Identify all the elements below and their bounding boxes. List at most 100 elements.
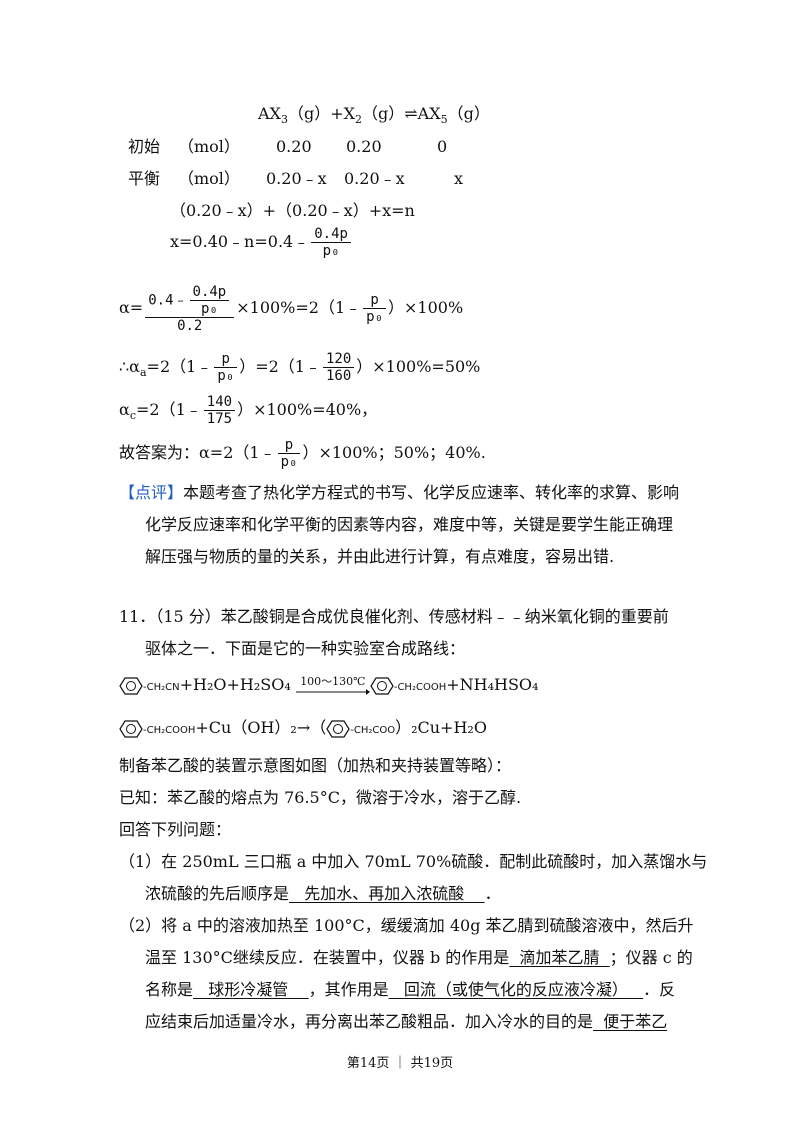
answer-blank: 滴加苯乙腈	[509, 948, 610, 967]
text: 应结束后加适量冷水，再分离出苯乙酸粗品．加入冷水的目的是	[145, 1012, 594, 1031]
cell-equilibrium-1: 0.20﹣x	[266, 169, 327, 188]
fraction-denominator: 160	[325, 368, 352, 384]
cell-initial-1: 0.20	[276, 137, 312, 156]
numerator-prefix: 0.4﹣	[148, 292, 188, 308]
part-2-line-2: 温至 130°C继续反应．在装置中，仪器 b 的作用是 滴加苯乙腈 ；仪器 c …	[145, 948, 693, 968]
cell-initial-3: 0	[437, 137, 448, 156]
subscript: 2	[355, 113, 362, 126]
page-footer: 第14页 ｜ 共19页	[346, 1056, 454, 1071]
text: ，其作用是	[308, 980, 389, 999]
question-11-line-4: 已知：苯乙酸的熔点为 76.5°C，微溶于冷水，溶于乙醇.	[119, 788, 522, 807]
subscript: c	[129, 409, 136, 422]
text: =2（1﹣	[146, 357, 213, 376]
row-initial-label: 初始	[128, 137, 161, 156]
arrow-icon	[295, 688, 370, 695]
reactant-group: -CH₂COOH	[143, 725, 196, 736]
x-equation-text: x=0.40﹣n=0.4﹣	[170, 232, 310, 251]
subscript: a	[139, 366, 147, 379]
cell-initial-2: 0.20	[346, 137, 382, 156]
text: =2（1﹣	[135, 400, 202, 419]
benzene-ring-icon	[370, 676, 394, 695]
products-text: +NH₄HSO₄	[446, 675, 539, 694]
text: ．反	[643, 980, 676, 999]
question-11-line-5: 回答下列问题：	[119, 820, 232, 839]
comment-line-3: 解压强与物质的量的关系，并由此进行计算，有点难度，容易出错.	[145, 547, 615, 566]
text: 故答案为：α=2（1﹣	[119, 443, 276, 462]
part-1-line-2: 浓硫酸的先后顺序是 先加水、再加入浓硫酸 ．	[145, 884, 501, 904]
reaction-text: +Cu（OH）₂→（	[195, 718, 327, 737]
product-group: -CH₂COO	[350, 725, 396, 736]
alpha-mid: ×100%=2（1﹣	[236, 298, 362, 317]
answer-blank: 回流（或使气化的反应液冷凝）	[388, 980, 644, 999]
fraction-denominator: p₀	[217, 368, 235, 384]
inner-numerator: 0.4p	[189, 284, 230, 301]
text: ．	[484, 884, 501, 903]
therefore-alpha: ∴α	[119, 357, 140, 376]
question-11-line-3: 制备苯乙酸的装置示意图如图（加热和夹持装置等略）：	[119, 756, 512, 775]
fraction-denominator: p₀	[280, 454, 298, 470]
text: 本题考查了热化学方程式的书写、化学反应速率、转化率的求算、影响	[183, 483, 680, 502]
row-equilibrium-label: 平衡	[128, 169, 161, 188]
product-group: -CH₂COOH	[393, 682, 447, 693]
row-initial-unit: （mol）	[178, 137, 240, 156]
compound-denominator: 0.2	[177, 317, 203, 334]
reactant-ax: AX	[258, 104, 281, 123]
answer-blank: 先加水、再加入浓硫酸	[289, 884, 485, 903]
inner-denominator: p₀	[200, 300, 218, 317]
question-11-line-1: 11．（15 分）苯乙酸铜是合成优良催化剂、传感材料﹣﹣纳米氧化铜的重要前	[119, 607, 669, 626]
cell-equilibrium-2: 0.20﹣x	[344, 169, 405, 188]
fraction-numerator: p	[214, 351, 238, 368]
comment-line-1: 【点评】本题考查了热化学方程式的书写、化学反应速率、转化率的求算、影响	[119, 483, 679, 503]
fraction-numerator: p	[277, 437, 301, 454]
subscript: 5	[440, 113, 448, 126]
answer-blank: 便于苯乙	[593, 1012, 668, 1031]
fraction-numerator: 120	[322, 351, 355, 368]
state-text: （g）⇌AX	[362, 104, 441, 123]
fraction-numerator: p	[363, 292, 387, 309]
reaction-header: AX3（g）+X2（g）⇌AX5（g）	[258, 104, 490, 130]
text: ）=2（1﹣	[239, 357, 321, 376]
fraction-denominator: p₀	[366, 309, 384, 325]
fraction-denominator: 175	[206, 411, 233, 427]
answer-blank: 球形冷凝管	[193, 980, 309, 999]
text: ；仪器 c 的	[609, 948, 693, 967]
state-text: （g）+X	[287, 104, 355, 123]
comment-line-2: 化学反应速率和化学平衡的因素等内容，难度中等，关键是要学生能正确理	[145, 515, 674, 534]
benzene-ring-icon	[119, 719, 143, 738]
part-2-line-3: 名称是 球形冷凝管 ，其作用是 回流（或使气化的反应液冷凝） ．反	[145, 980, 675, 1000]
benzene-ring-icon	[119, 676, 143, 695]
text: 名称是	[145, 980, 194, 999]
alpha: α	[119, 400, 130, 419]
question-11-line-2: 驱体之一．下面是它的一种实验室合成路线：	[145, 639, 466, 658]
text: ）×100%=40%，	[237, 400, 378, 419]
part-1-line-1: （1）在 250mL 三口瓶 a 中加入 70mL 70%硫酸．配制此硫酸时，加…	[119, 852, 708, 871]
reaction-1: -CH₂CN+H₂O+H₂SO₄ 100～130℃-CH₂COOH+NH₄HSO…	[119, 672, 538, 701]
cell-equilibrium-3: x	[454, 169, 464, 188]
reaction-2: -CH₂COOH+Cu（OH）₂→（ -CH₂COO）₂Cu+H₂O	[119, 715, 487, 744]
part-2-line-4: 应结束后加适量冷水，再分离出苯乙酸粗品．加入冷水的目的是 便于苯乙	[145, 1012, 667, 1032]
products-text: ）₂Cu+H₂O	[395, 718, 487, 737]
fraction-denominator: p₀	[322, 243, 340, 259]
row-equilibrium-unit: （mol）	[178, 169, 240, 188]
reactant-group: -CH₂CN	[143, 682, 180, 693]
subscript: 3	[280, 113, 288, 126]
state-text: （g）	[447, 104, 490, 123]
fraction-numerator: 140	[203, 394, 236, 411]
text: 浓硫酸的先后顺序是	[145, 884, 290, 903]
fraction-numerator: 0.4p	[311, 226, 351, 243]
sum-equation: （0.20﹣x）+（0.20﹣x）+x=n	[170, 201, 415, 220]
